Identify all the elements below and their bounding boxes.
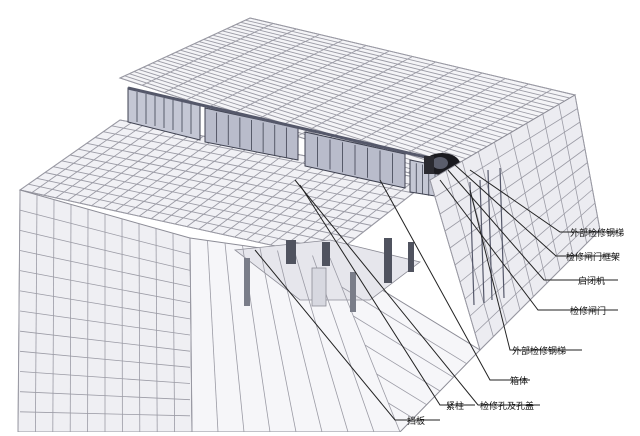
label-external-ladder-top: 外部检修钢梯 bbox=[570, 227, 624, 239]
label-external-ladder-bottom: 外部检修钢梯 bbox=[512, 345, 566, 357]
label-column: 紧柱 bbox=[446, 400, 464, 412]
label-access-hole: 检修孔及孔盖 bbox=[480, 400, 534, 412]
label-tank-body: 箱体 bbox=[510, 375, 528, 387]
left-wall bbox=[18, 190, 192, 432]
label-gate-frame: 检修闸门框架 bbox=[566, 251, 620, 263]
label-baffle: 挡板 bbox=[407, 415, 425, 427]
interior-cutaway bbox=[190, 238, 480, 432]
label-maintenance-gate: 检修闸门 bbox=[570, 305, 606, 317]
label-hoist: 启闭机 bbox=[578, 275, 605, 287]
